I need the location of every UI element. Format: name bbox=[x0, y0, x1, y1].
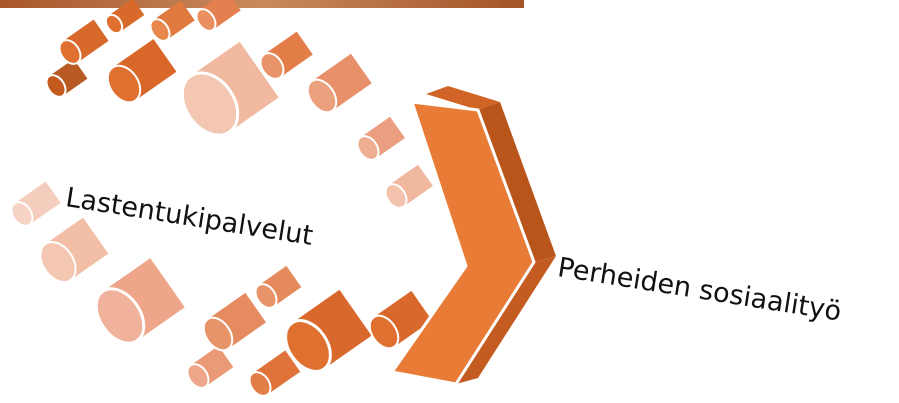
cylinder bbox=[86, 258, 184, 352]
cylinder bbox=[7, 182, 60, 230]
upper-cylinder-group bbox=[43, 0, 433, 212]
chevron-arrow bbox=[392, 86, 556, 384]
top-banner-bar bbox=[0, 0, 524, 8]
cylinder bbox=[256, 32, 313, 84]
cylinder bbox=[183, 346, 233, 392]
cylinder bbox=[101, 39, 176, 108]
cylinder bbox=[33, 218, 108, 289]
cylinder bbox=[381, 165, 433, 212]
cylinder bbox=[198, 293, 266, 356]
cylinder bbox=[55, 20, 108, 68]
cylinder bbox=[353, 117, 405, 164]
cylinder bbox=[251, 266, 301, 312]
cylinder bbox=[302, 54, 372, 118]
cylinder bbox=[43, 59, 88, 100]
